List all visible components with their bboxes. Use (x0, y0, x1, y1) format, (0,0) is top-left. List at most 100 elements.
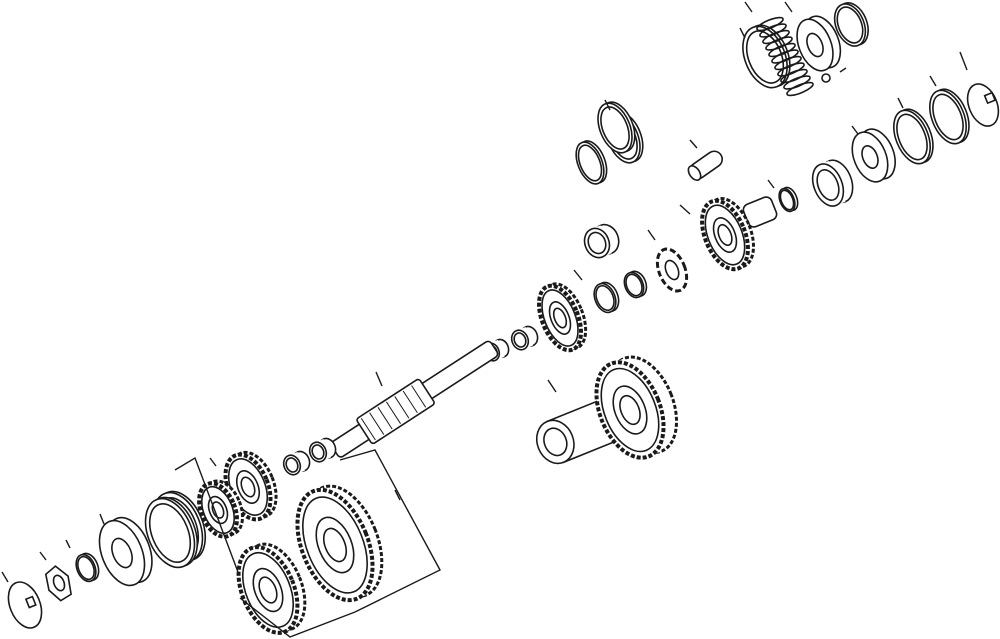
pin-end (687, 165, 702, 181)
leader-line (647, 229, 656, 241)
ring (593, 281, 620, 314)
roller-bearing (282, 450, 311, 476)
gear-bore (322, 527, 348, 563)
plate-bore (664, 259, 680, 281)
lock-plate (7, 581, 43, 629)
leader-line (573, 269, 583, 281)
leader-line (39, 551, 47, 561)
leader-line (679, 204, 691, 215)
gear-bore (211, 501, 225, 519)
spring-coil (783, 75, 811, 90)
coil (786, 81, 814, 97)
spring-coil (786, 81, 814, 97)
roller-bearing (811, 159, 854, 207)
leader-line (897, 97, 904, 109)
leader-line (1, 571, 9, 583)
coil (759, 23, 787, 38)
gear (236, 542, 307, 635)
ring-inner (932, 93, 964, 141)
ring (929, 88, 970, 145)
bearing-cup (796, 15, 842, 72)
ring (893, 108, 934, 165)
spline-groove (369, 412, 385, 435)
gear (537, 282, 588, 353)
leader-line (65, 539, 71, 549)
bearing-bore (587, 231, 607, 255)
coil (780, 68, 808, 84)
nut-bore (52, 574, 66, 592)
gear (295, 484, 384, 603)
bracket-line (174, 456, 239, 573)
leader-line (744, 1, 753, 13)
bearing-bore (816, 169, 840, 201)
star-plate (655, 247, 689, 293)
ring-inner (625, 273, 643, 297)
leader-line (604, 99, 611, 111)
gear (594, 355, 679, 460)
ring-inner (595, 284, 615, 312)
bearing-bore (513, 332, 527, 348)
spring-coil (771, 49, 799, 64)
roller-bearing (510, 325, 539, 351)
spline-groove (385, 401, 401, 424)
cup-bore (806, 32, 824, 58)
gear (700, 197, 755, 272)
leader-line (959, 51, 968, 71)
ring-inner (745, 30, 785, 84)
spline-groove (402, 390, 418, 414)
ring-inner (600, 106, 630, 150)
lock-plate-face (7, 581, 43, 629)
ring (597, 101, 636, 154)
roller-bearing (583, 223, 620, 259)
cup-bore (861, 145, 879, 169)
leader-line (784, 1, 793, 13)
spline-groove (411, 385, 427, 408)
ring (575, 140, 608, 185)
barrel-bore (543, 427, 568, 457)
lock-tab (24, 595, 37, 609)
gear-bore (619, 394, 641, 426)
leader-line (767, 179, 775, 189)
ring-inner (779, 189, 795, 211)
bearing-bore (285, 457, 299, 473)
leader-line (394, 489, 401, 501)
leader-line (375, 371, 383, 387)
leader-line (689, 139, 698, 149)
bracket-line (239, 597, 356, 638)
spline-groove (360, 417, 376, 441)
bearing-bore (311, 444, 325, 460)
ring (144, 496, 199, 569)
ring (833, 2, 869, 47)
spring-coil (777, 62, 805, 77)
cup-bore (111, 537, 133, 569)
ring-inner (896, 113, 928, 161)
coil (774, 55, 802, 71)
ring (75, 552, 100, 583)
leader-line (839, 67, 847, 73)
leader-line (739, 27, 746, 39)
coil (756, 16, 784, 32)
spring-coil (756, 16, 784, 32)
spring-coil (774, 55, 802, 71)
spline-groove (394, 396, 410, 419)
ring-inner (77, 555, 95, 581)
gear-bore (552, 307, 568, 329)
spring-coil (762, 29, 790, 45)
ring (623, 270, 648, 299)
ring-inner (148, 503, 192, 563)
leader-line (851, 125, 859, 135)
lock-plate (966, 83, 1000, 127)
leader-line (209, 457, 217, 467)
spring-coil (765, 36, 793, 51)
gear-bore (717, 223, 733, 247)
coil (771, 49, 799, 64)
ring (778, 186, 799, 213)
bearing-cup (851, 128, 896, 183)
coil (783, 75, 811, 90)
spring-coil (759, 23, 787, 38)
nut (44, 565, 72, 602)
spline-groove (377, 407, 393, 430)
ring-inner (836, 6, 864, 44)
